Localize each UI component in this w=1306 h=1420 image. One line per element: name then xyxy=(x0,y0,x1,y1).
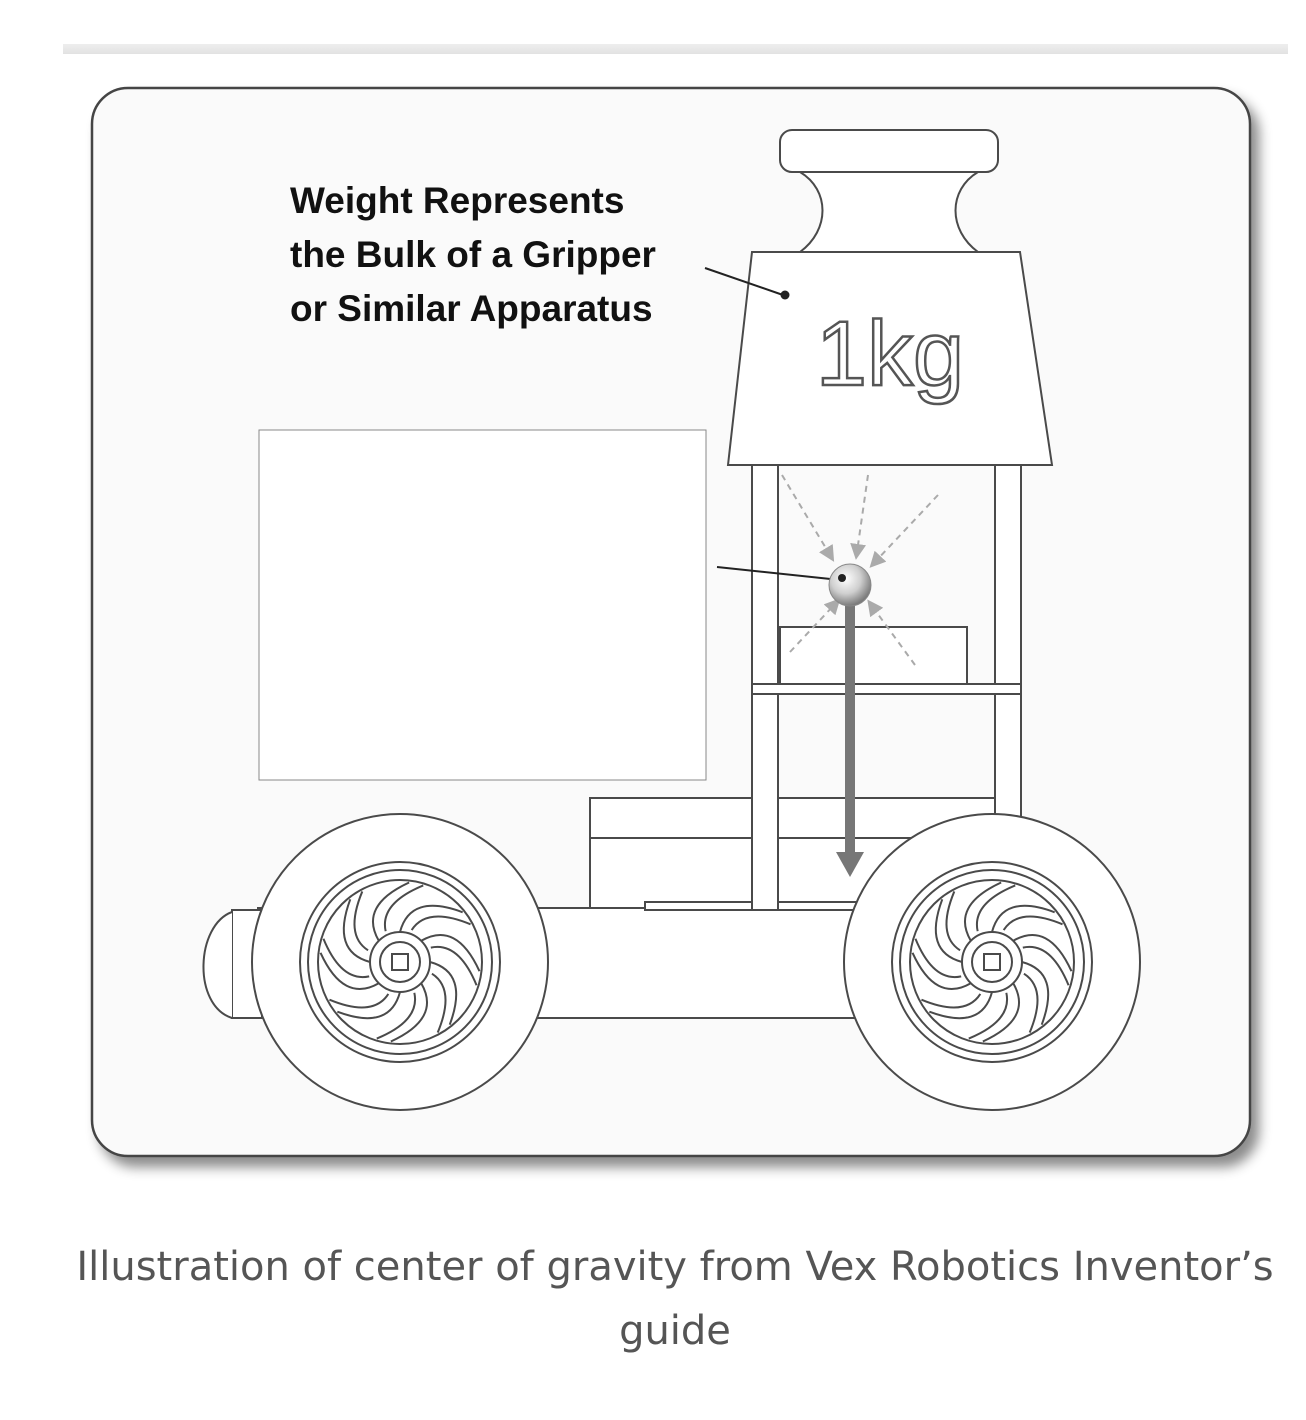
weight-mark: 1kg xyxy=(816,303,964,405)
gravity-arrow-head xyxy=(836,852,864,877)
weight-body xyxy=(726,251,1054,466)
top-divider xyxy=(63,44,1288,54)
weight-label-line-1: Weight Represents xyxy=(290,180,624,221)
center-of-gravity-point xyxy=(828,563,872,607)
weight-leader-line xyxy=(704,267,784,296)
wheels xyxy=(251,813,1141,1111)
weight-label: Weight Represents the Bulk of a Gripper … xyxy=(290,180,666,329)
weight-handle xyxy=(779,129,999,173)
weight-label-line-3: or Similar Apparatus xyxy=(290,288,653,329)
force-guide-lines xyxy=(781,474,939,666)
figure-caption: Illustration of center of gravity from V… xyxy=(76,1244,1274,1354)
wheel-front xyxy=(251,813,549,1111)
center-of-gravity-illustration: 1kg Weight Represents the Bulk of a Grip… xyxy=(90,86,1252,1158)
blank-label-box xyxy=(258,429,707,781)
gravity-arrow-shaft xyxy=(845,600,855,855)
weight: 1kg xyxy=(726,129,1054,466)
weight-neck xyxy=(796,171,982,253)
weight-label-line-2: the Bulk of a Gripper xyxy=(290,234,656,275)
wheel-rear xyxy=(843,813,1141,1111)
cog-leader-line xyxy=(716,566,841,581)
